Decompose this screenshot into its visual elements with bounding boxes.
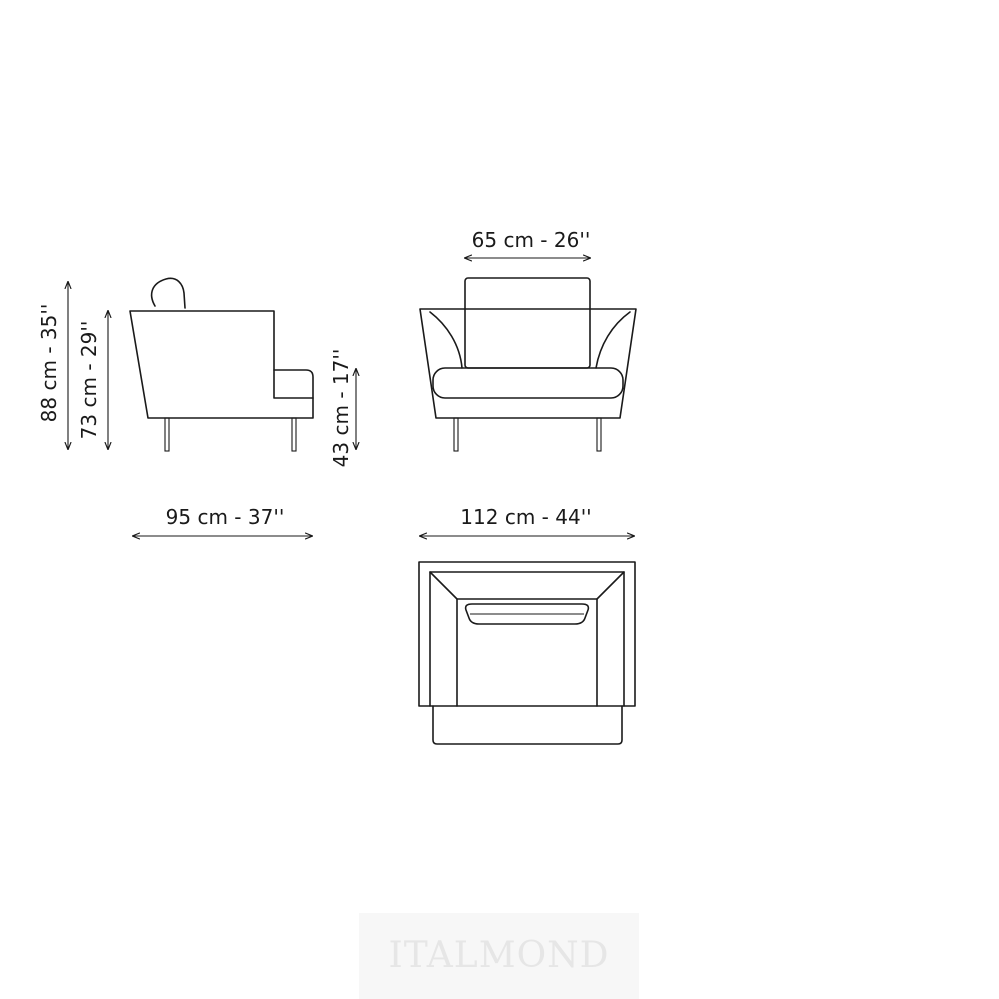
- front-leg-left: [453, 417, 459, 452]
- side-body: [129, 310, 314, 419]
- dimension-lines: [68, 258, 634, 536]
- front-body: [419, 308, 637, 419]
- front-view: [419, 277, 637, 452]
- top-view: [418, 561, 636, 745]
- dim-label-depth: 95 cm - 37'': [166, 505, 285, 529]
- front-arm-curve-left: [429, 311, 463, 369]
- side-leg-front: [164, 417, 170, 452]
- dim-label-height-arm: 73 cm - 29'': [77, 321, 101, 440]
- dim-label-seat-width: 65 cm - 26'': [472, 228, 591, 252]
- front-seat-cushion: [432, 367, 624, 399]
- front-back-cushion: [464, 277, 591, 369]
- watermark-logo: ITALMOND: [388, 935, 610, 976]
- top-miter-left: [429, 571, 458, 600]
- side-headrest: [150, 277, 186, 309]
- top-outer: [418, 561, 636, 707]
- top-seat-opening: [456, 598, 598, 707]
- side-view: [129, 277, 314, 452]
- top-inner-frame: [429, 571, 625, 707]
- dim-label-height-total: 88 cm - 35'': [37, 304, 61, 423]
- top-miter-right: [596, 571, 625, 600]
- front-arm-curve-right: [595, 311, 631, 369]
- watermark-box: [359, 913, 639, 999]
- top-headrest: [464, 603, 590, 625]
- side-leg-back: [291, 417, 297, 452]
- dim-label-width-total: 112 cm - 44'': [460, 505, 591, 529]
- side-seat-cushion: [273, 369, 314, 399]
- top-seat-front: [432, 705, 623, 745]
- dim-label-height-seat: 43 cm - 17'': [329, 349, 353, 468]
- front-leg-right: [596, 417, 602, 452]
